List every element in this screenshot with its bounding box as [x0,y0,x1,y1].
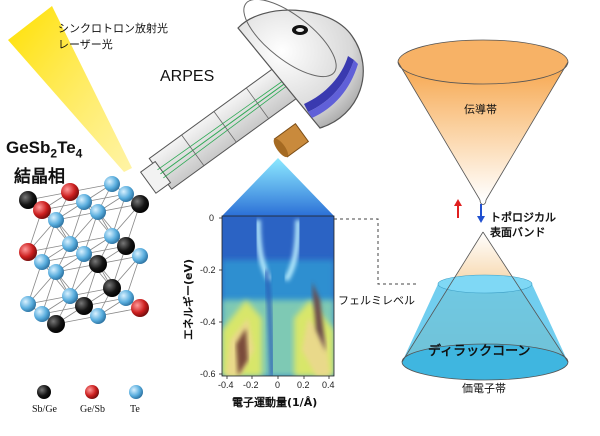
atom-te [118,290,134,306]
conduction-band-label: 伝導帯 [464,103,497,116]
light-source-line1: シンクロトロン放射光 [58,22,168,35]
legend-label-te: Te [130,404,140,415]
atom-te [20,296,36,312]
valence-band-label: 価電子帯 [462,382,506,395]
x-tick-4: 0.4 [322,380,335,390]
atom-sb [19,191,37,209]
atom-te [34,306,50,322]
atom-sb [75,297,93,315]
crystal-phase-label: 結晶相 [14,167,65,187]
atom-sb [131,195,149,213]
atom-sb [103,279,121,297]
atom-ge [19,243,37,261]
atom-te [104,176,120,192]
y-tick-3: -0.6 [200,369,216,379]
atom-te [104,228,120,244]
y-tick-2: -0.4 [200,317,216,327]
legend-label-ge-sb: Ge/Sb [80,404,105,415]
atom-te [48,264,64,280]
atom-te [48,212,64,228]
arpes-band-map [222,216,334,376]
x-tick-2: 0 [275,380,281,390]
atom-te [62,236,78,252]
atom-sb [47,315,65,333]
atom-te [62,288,78,304]
plot-ticks [219,217,330,379]
atom-legend [37,385,143,399]
atom-te [90,204,106,220]
topological-label-line1: トポロジカル [490,211,556,224]
arpes-analyzer [139,0,364,194]
fermi-level-label: フェルミレベル [338,294,415,307]
fermi-level-line [334,218,418,285]
atom-te [132,248,148,264]
atom-sb [117,237,135,255]
x-tick-0: -0.4 [218,380,234,390]
arpes-label: ARPES [160,68,215,85]
atom-te [90,308,106,324]
x-axis-label: 電子運動量(1/Å) [232,396,318,409]
projection-triangle [222,158,334,216]
x-tick-1: -0.2 [243,380,259,390]
topological-label-line2: 表面バンド [490,226,546,239]
y-axis-label: エネルギー(eV) [182,258,195,340]
atom-ge [61,183,79,201]
dirac-cone-label: ディラックコーン [428,344,531,359]
light-beam [8,6,132,172]
material-formula: GeSb2Te4 [6,138,83,161]
x-tick-3: 0.2 [297,380,310,390]
dirac-cone [397,39,569,381]
light-source-line2: レーザー光 [58,38,113,51]
legend-label-sb-ge: Sb/Ge [32,404,57,415]
atom-te [76,194,92,210]
atom-ge [33,201,51,219]
atom-sb [89,255,107,273]
atom-te [34,254,50,270]
crystal-structure [19,176,149,333]
y-tick-1: -0.2 [200,265,216,275]
atom-te [118,186,134,202]
y-tick-0: 0 [209,213,215,223]
atom-te [76,246,92,262]
atom-ge [131,299,149,317]
